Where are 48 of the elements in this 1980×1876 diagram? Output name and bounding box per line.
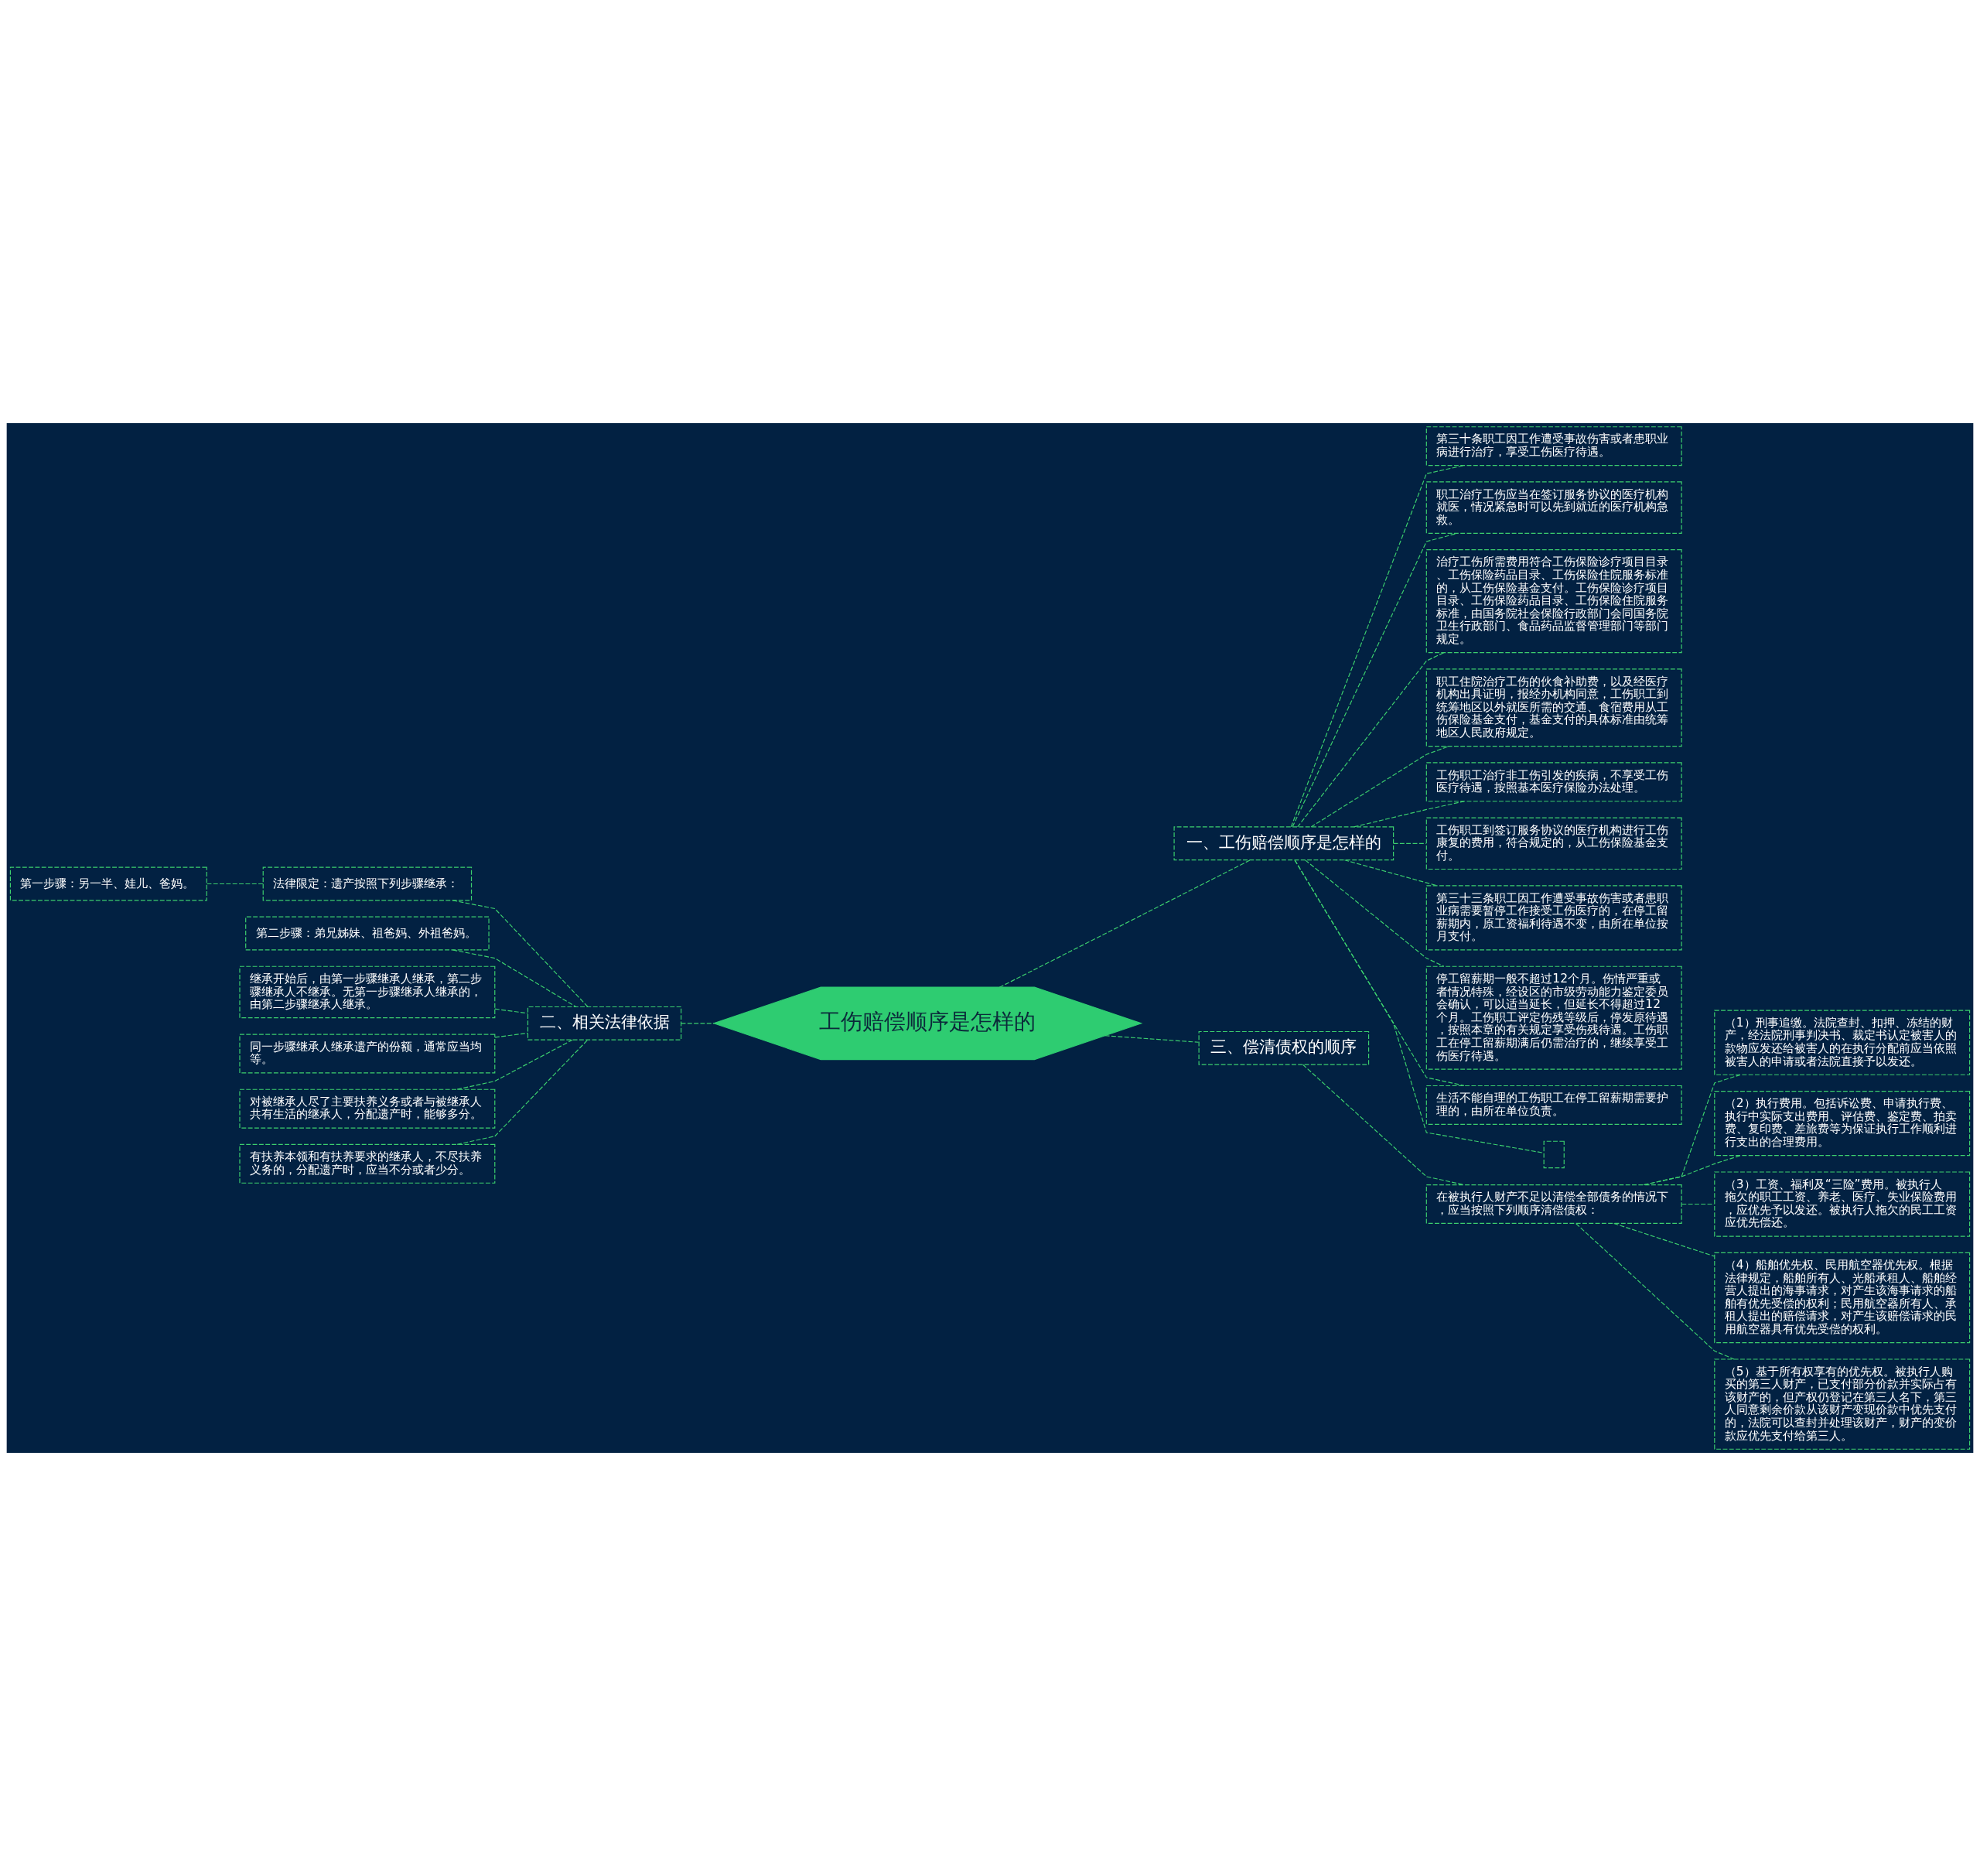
node-box: 三、偿清债权的顺序 — [1198, 1030, 1370, 1065]
connector — [1302, 1064, 1465, 1186]
connector — [456, 1039, 589, 1145]
connector — [452, 949, 577, 1007]
connector — [494, 1008, 528, 1014]
connector — [1294, 859, 1545, 1153]
node-box: （4）船舶优先权、民用航空器优先权。根据法律规定，船舶所有人、光船承租人、船舶经营人提出的海事请求，对产生该海事请求的船舶有优先受偿的权利；民用航空器所有人、承租人提出的赔偿请求，对产生该赔偿请求的民用航空器具有优先受偿的权利。 — [1714, 1252, 1971, 1344]
connector — [1613, 1222, 1715, 1257]
connector — [1343, 859, 1438, 887]
node-box: 第三十条职工因工作遭受事故伤害或者患职业病进行治疗，享受工伤医疗待遇。 — [1425, 426, 1682, 466]
node-box: 职工住院治疗工伤的伙食补助费，以及经医疗机构出具证明，报经办机构同意，工伤职工到统筹地区以外就医所需的交通、食宿费用从工伤保险基金支付，基金支付的具体标准由统筹地区人民政府规定。 — [1425, 668, 1682, 747]
connector — [207, 883, 264, 885]
node-box: 继承开始后，由第一步骤继承人继承，第二步骤继承人不继承。无第一步骤继承人继承的，由第二步骤继承人继承。 — [239, 965, 496, 1019]
connector — [1393, 842, 1427, 844]
connector — [1104, 1035, 1200, 1043]
node-box: 第二步骤：弟兄姊妹、祖爸妈、外祖爸妈。 — [245, 916, 490, 951]
node-box: （3）工资、福利及“三险”费用。被执行人拖欠的职工工资、养老、医疗、失业保险费用，应优先予以发还。被执行人拖欠的民工工资应优先偿还。 — [1714, 1171, 1971, 1237]
connector — [1292, 532, 1458, 828]
connector — [1575, 1223, 1735, 1360]
connector — [494, 1032, 528, 1038]
connector — [1353, 801, 1465, 828]
node-box: 停工留薪期一般不超过12个月。伤情严重或者情况特殊，经设区的市级劳动能力鉴定委员会确认，可以适当延长，但延长不得超过12个月。工伤职工评定伤残等级后，停发原待遇，按照本章的有关规定享受伤残待遇。工伤职工在停工留薪期满后仍需治疗的，继续享受工伤医疗待遇。 — [1425, 965, 1682, 1070]
node-box: 职工治疗工伤应当在签订服务协议的医疗机构就医，情况紧急时可以先到就近的医疗机构急救。 — [1425, 481, 1682, 534]
connector — [1290, 465, 1465, 828]
node-box: 一、工伤赔偿顺序是怎样的 — [1173, 826, 1395, 861]
node-box: （1）刑事追缴。法院查封、扣押、冻结的财产，经法院刑事判决书、裁定书认定被害人的款物应发还给被害人的在执行分配前应当依照被害人的申请或者法院直接予以发还。 — [1714, 1010, 1971, 1075]
node-box: 同一步骤继承人继承遗产的份额，通常应当均等。 — [239, 1034, 496, 1074]
node-box: 工伤职工治疗非工伤引发的疾病，不享受工伤医疗待遇，按照基本医疗保险办法处理。 — [1425, 762, 1682, 802]
node-box: 治疗工伤所需费用符合工伤保险诊疗项目目录、工伤保险药品目录、工伤保险住院服务标准的，从工伤保险基金支付。工伤保险诊疗项目目录、工伤保险药品目录、工伤保险住院服务标准，由国务院社会保险行政部门会同国务院卫生行政部门、食品药品监督管理部门等部门规定。 — [1425, 549, 1682, 654]
node-box: 二、相关法律依据 — [527, 1006, 682, 1041]
node-box: 生活不能自理的工伤职工在停工留薪期需要护理的，由所在单位负责。 — [1425, 1085, 1682, 1125]
node-box: 第三十三条职工因工作遭受事故伤害或者患职业病需要暂停工作接受工伤医疗的，在停工留薪期内，原工资福利待遇不变，由所在单位按月支付。 — [1425, 885, 1682, 951]
node-box: 对被继承人尽了主要扶养义务或者与被继承人共有生活的继承人，分配遗产时，能够多分。 — [239, 1088, 496, 1129]
node-box: 有扶养本领和有扶养要求的继承人，不尽扶养义务的，分配遗产时，应当不分或者少分。 — [239, 1143, 496, 1184]
node-box: 在被执行人财产不足以清偿全部债务的情况下，应当按照下列顺序清偿债权： — [1425, 1184, 1682, 1225]
connector — [1305, 859, 1445, 967]
node-box — [1543, 1140, 1565, 1169]
node-box: （2）执行费用。包括诉讼费、申请执行费、执行中实际支出费用、评估费、鉴定费、拍卖费、复印费、差旅费等为保证执行工作顺利进行支出的合理费用。 — [1714, 1091, 1971, 1157]
node-box: 第一步骤：另一半、娃儿、爸妈。 — [9, 866, 207, 901]
connector — [452, 900, 589, 1007]
connector — [1297, 652, 1445, 828]
node-box: （5）基于所有权享有的优先权。被执行人购买的第三人财产，已支付部分价款并实际占有该财产的，但产权仍登记在第三人名下，第三人同意剩余价款从该财产变现价款中优先支付的，法院可以查封并处理该财产，财产的变价款应优先支付给第三人。 — [1714, 1358, 1971, 1450]
connector — [999, 859, 1251, 988]
node-box: 法律限定：遗产按照下列步骤继承： — [262, 866, 473, 901]
node-box: 工伤职工到签订服务协议的医疗机构进行工伤康复的费用，符合规定的，从工伤保险基金支付。 — [1425, 817, 1682, 870]
connector — [1681, 1203, 1715, 1205]
connector — [681, 1023, 715, 1024]
connector — [1310, 746, 1449, 828]
